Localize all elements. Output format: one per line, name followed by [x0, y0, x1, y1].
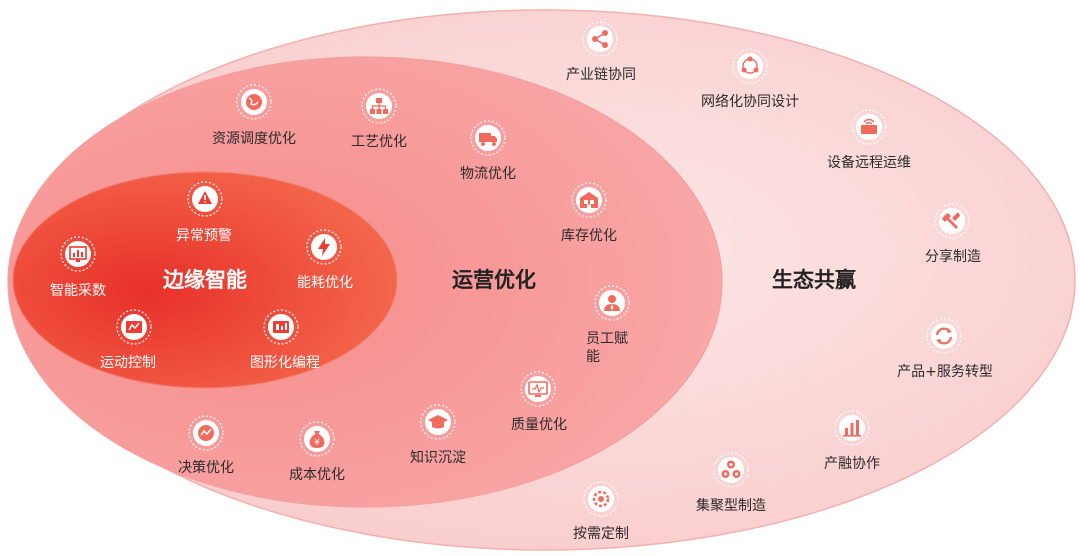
- wrench-icon: [932, 201, 972, 241]
- inner-item-label-3: 运动控制: [100, 355, 156, 371]
- middle-item-label-5: 质量优化: [511, 417, 567, 433]
- inner-item-label-2: 能耗优化: [297, 275, 353, 291]
- bar-chart-icon: [58, 234, 98, 274]
- money-bag-icon: ¥: [297, 419, 337, 459]
- middle-item-label-7: 成本优化: [289, 467, 345, 483]
- outer-item-label-1: 网络化协同设计: [701, 94, 799, 110]
- inner-ring-title: 边缘智能: [163, 268, 247, 292]
- middle-ring-title: 运营优化: [452, 268, 536, 292]
- warehouse-icon: [569, 180, 609, 220]
- monitor-icon: [518, 369, 558, 409]
- decision-icon: [186, 413, 226, 453]
- inner-ring: [12, 171, 398, 389]
- motion-control-icon: [114, 307, 154, 347]
- refresh-icon: [924, 316, 964, 356]
- outer-item-label-5: 产融协作: [824, 456, 880, 472]
- middle-item-label-8: 决策优化: [178, 460, 234, 476]
- outer-item-label-2: 设备远程运维: [827, 155, 911, 171]
- network-cycle-icon: [730, 46, 770, 86]
- finance-chart-icon: [832, 408, 872, 448]
- outer-item-label-3: 分享制造: [925, 249, 981, 265]
- svg-text:¥: ¥: [314, 438, 320, 448]
- truck-icon: [468, 118, 508, 158]
- middle-item-label-1: 工艺优化: [351, 134, 407, 150]
- middle-item-label-6: 知识沉淀: [410, 450, 466, 466]
- outer-ring-title: 生态共赢: [772, 268, 856, 292]
- employee-icon: [592, 283, 632, 323]
- lightning-icon: [304, 227, 344, 267]
- cluster-icon: [711, 450, 751, 490]
- hierarchy-icon: [359, 86, 399, 126]
- custom-gear-icon: [581, 479, 621, 519]
- inner-item-label-4: 图形化编程: [250, 355, 320, 371]
- globe-icon: [234, 82, 274, 122]
- warning-icon: [185, 179, 225, 219]
- outer-item-label-6: 集聚型制造: [696, 498, 766, 514]
- outer-item-label-7: 按需定制: [573, 526, 629, 542]
- inner-item-label-0: 异常预警: [176, 228, 232, 244]
- middle-item-label-0: 资源调度优化: [212, 131, 296, 147]
- share-nodes-icon: [580, 19, 620, 59]
- inner-item-label-1: 智能采数: [50, 283, 106, 299]
- outer-item-label-0: 产业链协同: [566, 67, 636, 83]
- remote-device-icon: [849, 107, 889, 147]
- outer-item-label-4: 产品+服务转型: [897, 364, 993, 380]
- middle-item-label-3: 库存优化: [561, 228, 617, 244]
- graphic-programming-icon: [261, 307, 301, 347]
- graduation-cap-icon: [418, 402, 458, 442]
- middle-item-label-2: 物流优化: [460, 166, 516, 182]
- middle-item-label-4: 员工赋能: [586, 331, 628, 365]
